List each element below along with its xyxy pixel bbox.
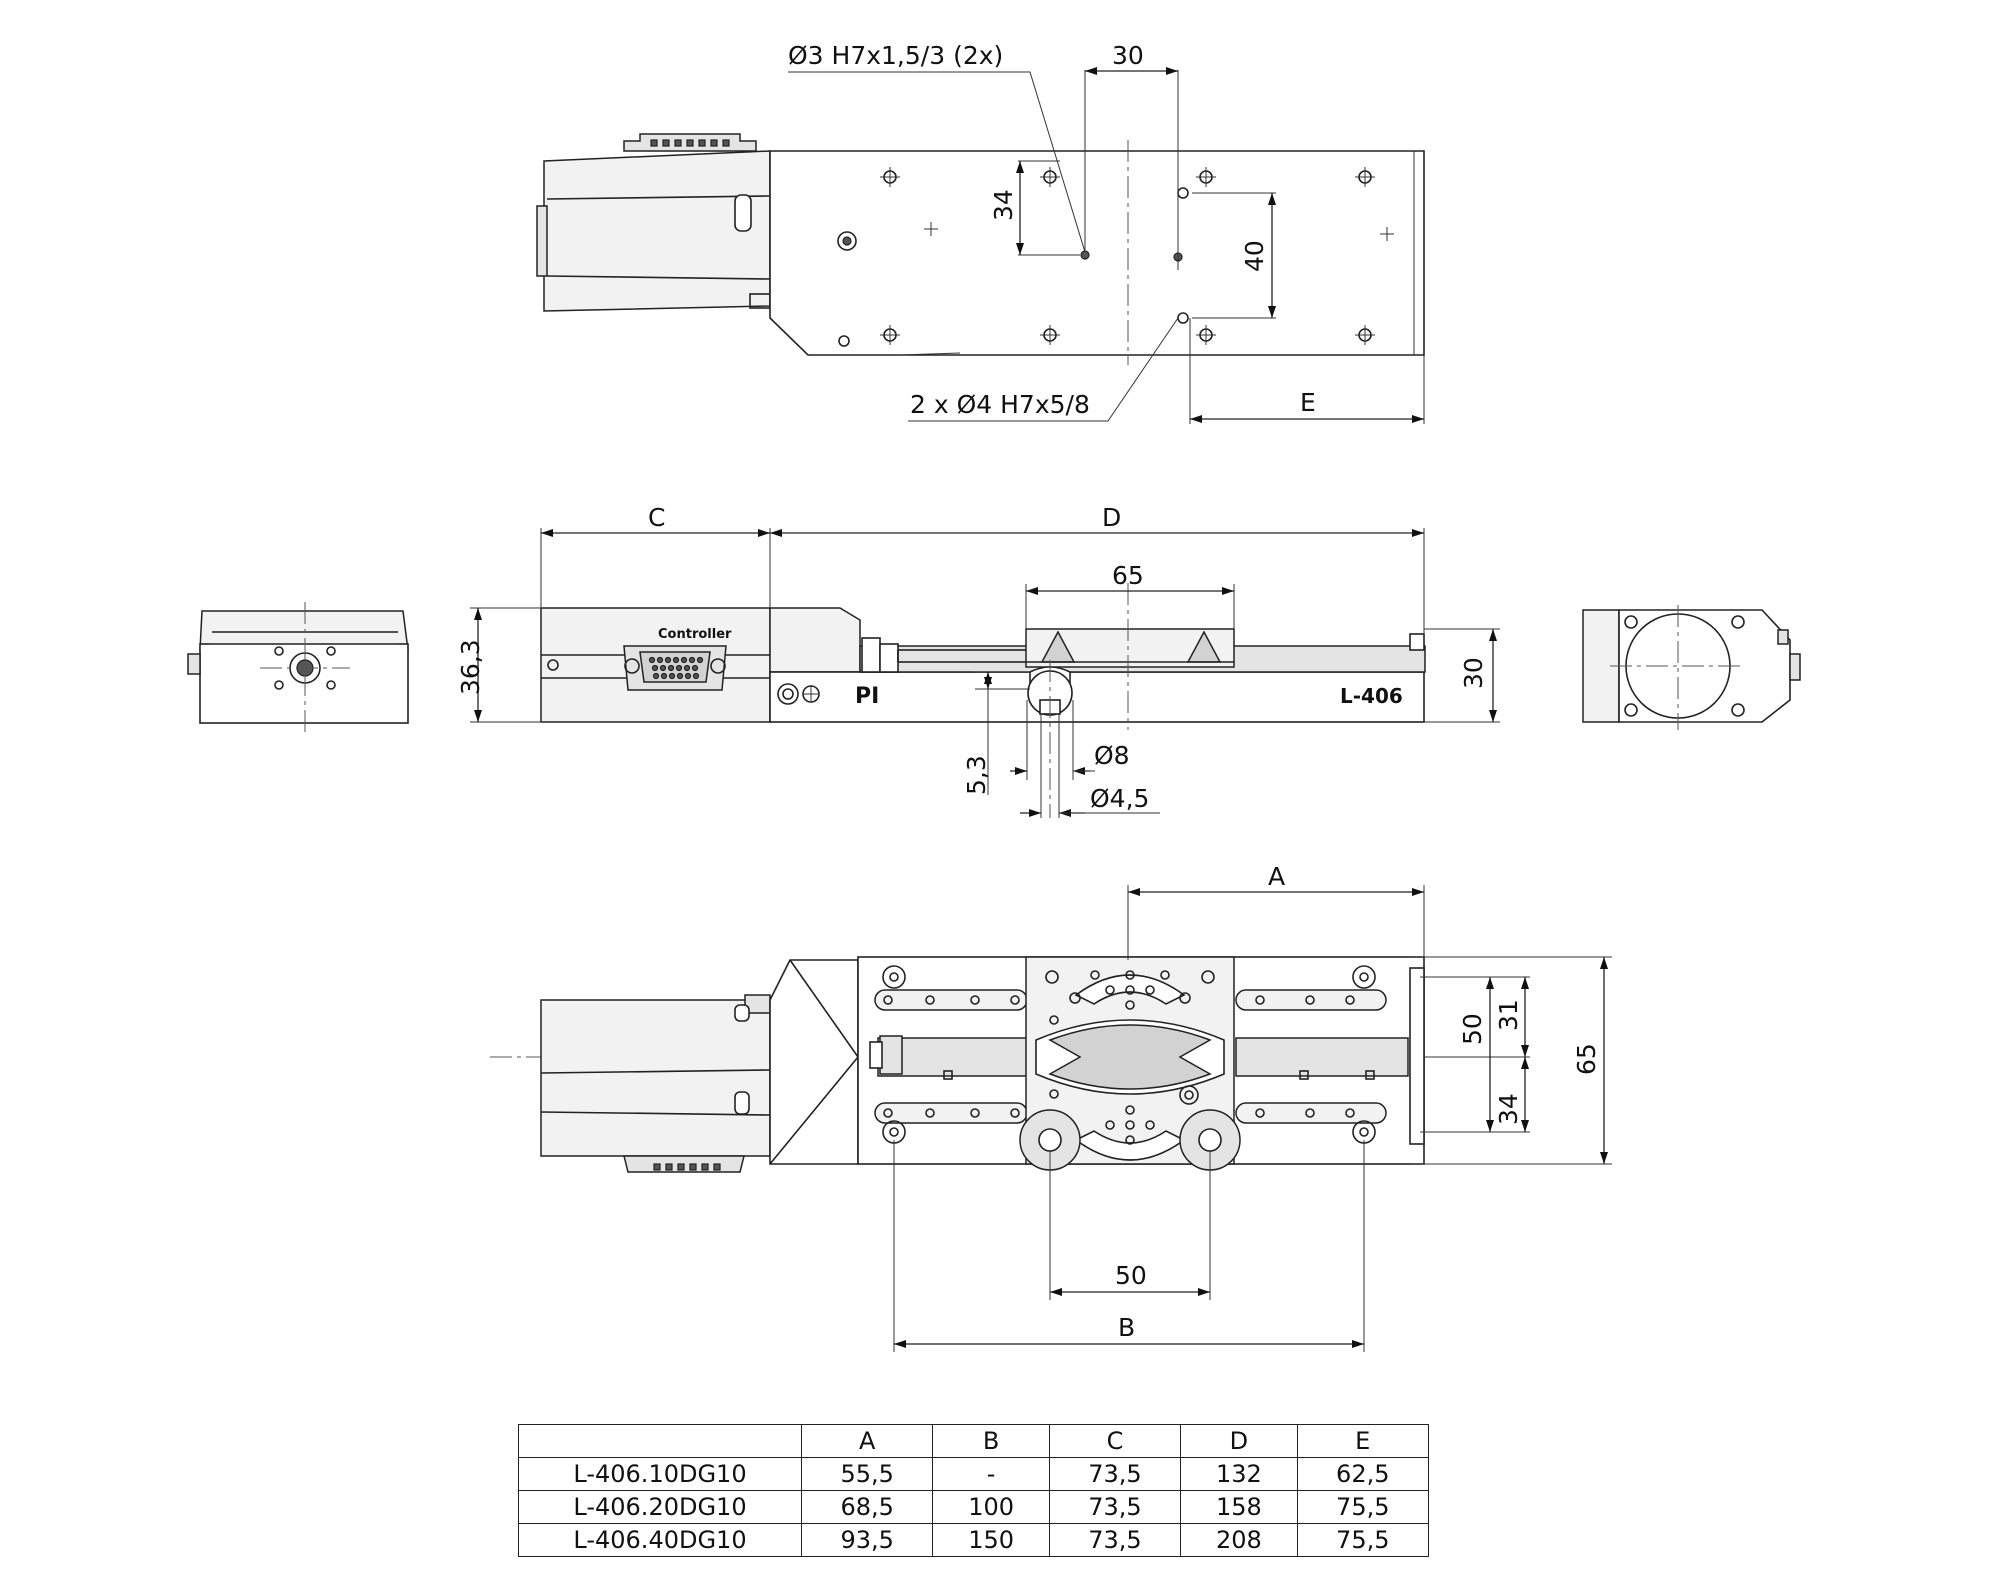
side-view: Controller PI L-406 — [187, 503, 1801, 818]
table-row: L-406.20DG10 68,5 100 73,5 158 75,5 — [518, 1490, 1430, 1524]
bottom-dim-50-horizontal: 50 — [1115, 1261, 1147, 1290]
mounting-slots — [874, 989, 1409, 1124]
base-plate-top — [769, 150, 1425, 356]
table-cell: L-406.10DG10 — [518, 1457, 802, 1491]
bottom-dim-B: B — [1118, 1313, 1135, 1342]
table-cell: 132 — [1180, 1457, 1298, 1491]
top-dim-34: 34 — [989, 189, 1018, 221]
side-dim-dia4-5: Ø4,5 — [1090, 784, 1149, 813]
table-cell: 158 — [1180, 1490, 1298, 1524]
table-cell: L-406.40DG10 — [518, 1523, 802, 1557]
top-dim-30: 30 — [1112, 41, 1144, 70]
connector-label: Controller — [658, 627, 732, 642]
subd-connector-side — [623, 645, 727, 691]
hole-callout-small: Ø3 H7x1,5/3 (2x) — [788, 41, 1003, 70]
table-cell: - — [932, 1457, 1050, 1491]
table-row: L-406.10DG10 55,5 - 73,5 132 62,5 — [518, 1457, 1430, 1491]
table-cell: 55,5 — [800, 1457, 934, 1491]
side-dim-C: C — [648, 503, 665, 532]
bottom-dim-A: A — [1268, 862, 1285, 891]
bottom-view: A 50 B 50 31 34 65 — [490, 862, 1612, 1352]
top-dim-40: 40 — [1240, 240, 1269, 272]
table-cell: 93,5 — [800, 1523, 934, 1557]
mounting-holes-top — [837, 167, 1394, 347]
motor-housing-bottom — [540, 994, 800, 1173]
table-header-cell: A — [800, 1424, 934, 1458]
bottom-dim-31: 31 — [1494, 999, 1523, 1031]
table-header-cell: B — [932, 1424, 1050, 1458]
table-cell: 100 — [932, 1490, 1050, 1524]
table-cell: 68,5 — [800, 1490, 934, 1524]
top-view: 30 34 40 E Ø3 H7x1,5/3 (2x) 2 x Ø4 H7x5/… — [536, 41, 1425, 424]
table-header-row: A B C D E — [518, 1424, 1430, 1458]
table-cell: 62,5 — [1296, 1457, 1430, 1491]
top-dim-E: E — [1300, 388, 1316, 417]
dimension-table: A B C D E L-406.10DG10 55,5 - 73,5 132 6… — [518, 1424, 1430, 1557]
end-view-left — [187, 602, 409, 732]
side-dim-30: 30 — [1459, 657, 1488, 689]
table-cell: L-406.20DG10 — [518, 1490, 802, 1524]
table-cell: 73,5 — [1048, 1490, 1182, 1524]
motor-housing-top — [536, 150, 800, 312]
model-label: L-406 — [1340, 684, 1403, 708]
bottom-dim-50-vertical: 50 — [1458, 1013, 1487, 1045]
table-cell: 75,5 — [1296, 1523, 1430, 1557]
brand-logo: PI — [855, 684, 879, 709]
table-row: L-406.40DG10 93,5 150 73,5 208 75,5 — [518, 1523, 1430, 1557]
bottom-dim-65: 65 — [1572, 1043, 1601, 1075]
table-cell: 150 — [932, 1523, 1050, 1557]
table-cell: 73,5 — [1048, 1523, 1182, 1557]
side-dim-D: D — [1102, 503, 1121, 532]
table-header-cell: D — [1180, 1424, 1298, 1458]
table-header-cell — [518, 1424, 802, 1458]
side-dim-dia8: Ø8 — [1094, 741, 1130, 770]
side-dim-36-3: 36,3 — [456, 639, 485, 695]
side-dim-5-3: 5,3 — [962, 755, 991, 795]
table-cell: 73,5 — [1048, 1457, 1182, 1491]
table-cell: 208 — [1180, 1523, 1298, 1557]
side-dim-65: 65 — [1112, 561, 1144, 590]
end-view-right — [1582, 605, 1801, 730]
table-header-cell: C — [1048, 1424, 1182, 1458]
hole-callout-large: 2 x Ø4 H7x5/8 — [910, 390, 1090, 419]
table-cell: 75,5 — [1296, 1490, 1430, 1524]
bottom-dim-34: 34 — [1494, 1093, 1523, 1125]
table-header-cell: E — [1296, 1424, 1430, 1458]
subd-connector-top — [623, 133, 757, 152]
